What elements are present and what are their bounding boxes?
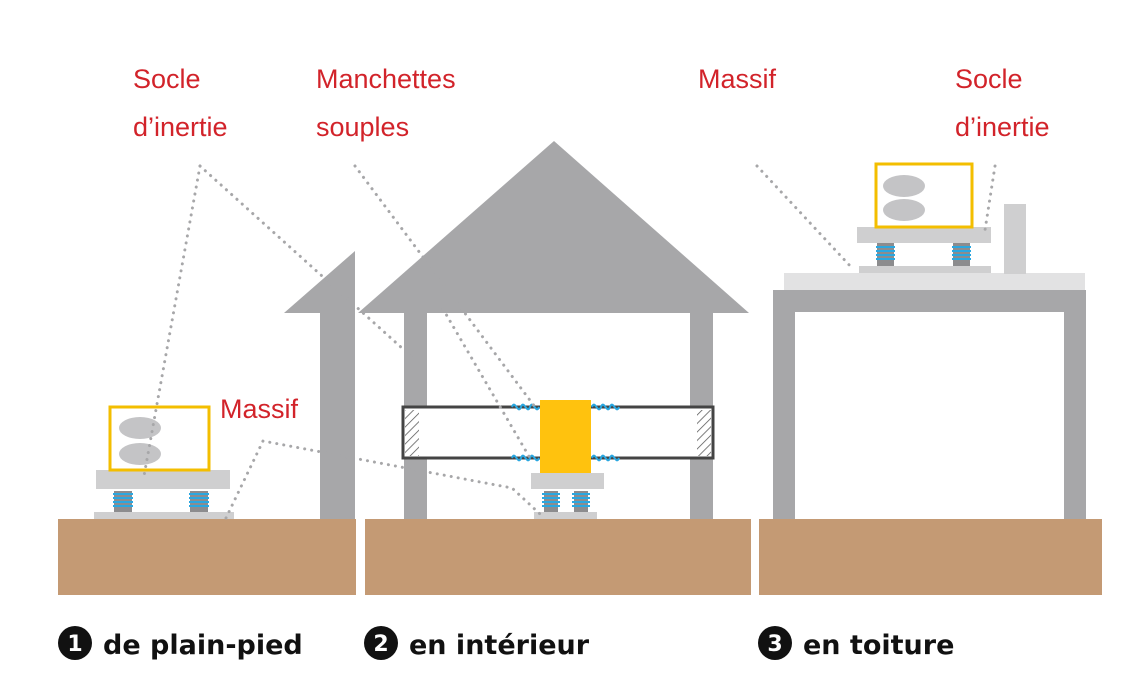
spring-mounts-3 xyxy=(876,243,971,266)
duct-hatch-right xyxy=(697,410,711,456)
inertia-base-2 xyxy=(531,473,604,489)
ground-block-1 xyxy=(58,519,356,595)
caption-number-2: 2 xyxy=(373,632,388,657)
caption-text-3: en toiture xyxy=(803,630,954,661)
leader-lines xyxy=(142,164,997,520)
number-badge xyxy=(58,626,92,660)
spring-mounts-1 xyxy=(113,491,209,512)
label-manchettes: Manchettes xyxy=(316,64,456,94)
building-frame xyxy=(773,290,1086,519)
scene-plain-pied xyxy=(94,251,355,519)
caption-2: 2 en intérieur xyxy=(364,626,590,661)
label-socle-left: Socle xyxy=(133,64,201,94)
house-roof-2 xyxy=(358,141,749,313)
label-massif-top: Massif xyxy=(698,64,777,94)
label-inertie-left: d’inertie xyxy=(133,112,228,142)
label-inertie-right: d’inertie xyxy=(955,112,1050,142)
caption-number-3: 3 xyxy=(767,632,782,657)
red-labels: Socle d’inertie Manchettes souples Massi… xyxy=(133,64,1050,424)
caption-text-2: en intérieur xyxy=(409,630,590,661)
ground-block-2 xyxy=(365,519,751,595)
concrete-slab-2 xyxy=(534,512,597,519)
fan-icon xyxy=(119,443,161,465)
house-wall-1 xyxy=(284,251,355,519)
fan-icon xyxy=(119,417,161,439)
caption-text-1: de plain-pied xyxy=(103,630,303,661)
roof-slab xyxy=(784,273,1085,291)
hvac-unit-2 xyxy=(540,400,591,473)
fan-icon xyxy=(883,175,925,197)
inertia-base-1 xyxy=(96,470,230,489)
number-badge xyxy=(364,626,398,660)
chimney xyxy=(1004,204,1026,274)
concrete-slab-3 xyxy=(859,266,991,273)
caption-1: 1 de plain-pied xyxy=(58,626,303,661)
concrete-slab-1 xyxy=(94,512,234,519)
flexible-sleeves xyxy=(511,403,620,462)
caption-3: 3 en toiture xyxy=(758,626,954,661)
scene-toiture xyxy=(773,162,1086,519)
label-massif-left: Massif xyxy=(220,394,299,424)
caption-number-1: 1 xyxy=(67,632,82,657)
ground-block-3 xyxy=(759,519,1102,595)
inertia-base-3 xyxy=(857,227,991,243)
number-badge xyxy=(758,626,792,660)
fan-icon xyxy=(883,199,925,221)
label-socle-right: Socle xyxy=(955,64,1023,94)
duct-hatch-left xyxy=(405,410,419,456)
scene-interieur xyxy=(358,141,749,519)
spring-mounts-2 xyxy=(542,491,590,512)
label-souples: souples xyxy=(316,112,409,142)
